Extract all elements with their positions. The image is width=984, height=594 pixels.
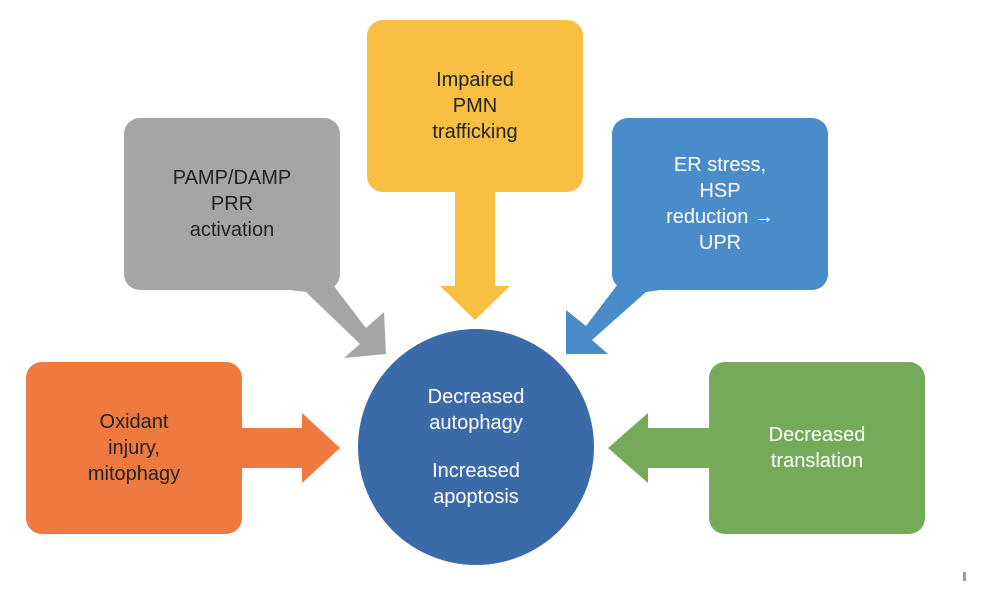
center-line-apoptosis: Increased apoptosis (432, 460, 520, 508)
arrow-pamp-to-center (290, 268, 386, 358)
node-pamp-damp-label: PAMP/DAMP PRR activation (172, 167, 292, 241)
center-line-autophagy: Decreased autophagy (427, 386, 525, 434)
node-impaired-pmn: Impaired PMN trafficking (367, 20, 583, 192)
node-pamp-damp: PAMP/DAMP PRR activation (124, 118, 340, 290)
arrow-pmn-to-center (440, 188, 510, 320)
node-oxidant-injury: Oxidant injury, mitophagy (26, 362, 242, 534)
arrow-oxidant-to-center (238, 413, 340, 483)
node-decreased-translation-label: Decreased translation (768, 424, 866, 472)
node-decreased-translation: Decreased translation (709, 362, 925, 534)
node-oxidant-injury-label: Oxidant injury, mitophagy (87, 411, 181, 485)
node-er-stress-label: ER stress, HSP reduction → UPR (666, 154, 774, 254)
node-impaired-pmn-label: Impaired PMN trafficking (432, 69, 518, 143)
edge-mark (963, 572, 966, 581)
arrow-translation-to-center (608, 413, 712, 483)
node-er-stress: ER stress, HSP reduction → UPR (612, 118, 828, 290)
center-node: Decreased autophagy Increased apoptosis (358, 329, 594, 565)
